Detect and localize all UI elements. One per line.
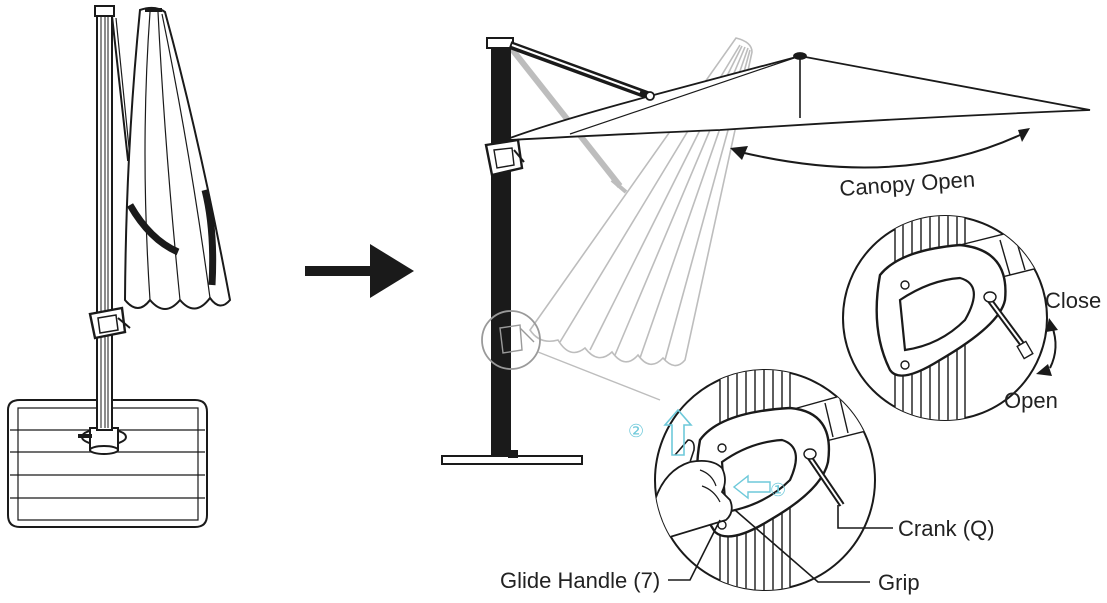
step-2-marker: ② (628, 421, 644, 441)
rotation-arrow (730, 128, 1030, 169)
leader-lines (668, 505, 893, 583)
step-1-marker: ① (770, 480, 786, 500)
transition-arrow (305, 244, 414, 298)
step-arrows (663, 408, 771, 500)
folded-canopy (123, 6, 232, 310)
crank-detail-circle: Close Open (842, 215, 1101, 421)
canopy-open-label: Canopy Open (839, 167, 976, 201)
glide-handle-label: Glide Handle (7) (500, 568, 660, 593)
crank-label: Crank (Q) (898, 516, 995, 541)
umbrella-pole (94, 5, 115, 431)
glide-handle-detail-circle: ② ① (628, 369, 876, 591)
rotation-handle (484, 138, 525, 177)
grip-label: Grip (878, 570, 920, 595)
callout-connectors (481, 310, 661, 401)
closed-umbrella (7, 5, 232, 528)
dark-pole (491, 42, 511, 457)
open-umbrella: Canopy Open (441, 37, 1091, 465)
open-canopy (509, 52, 1091, 141)
pole-handle (88, 306, 131, 340)
close-label: Close (1045, 288, 1101, 313)
open-label: Open (1004, 388, 1058, 413)
weighted-base (7, 399, 208, 528)
